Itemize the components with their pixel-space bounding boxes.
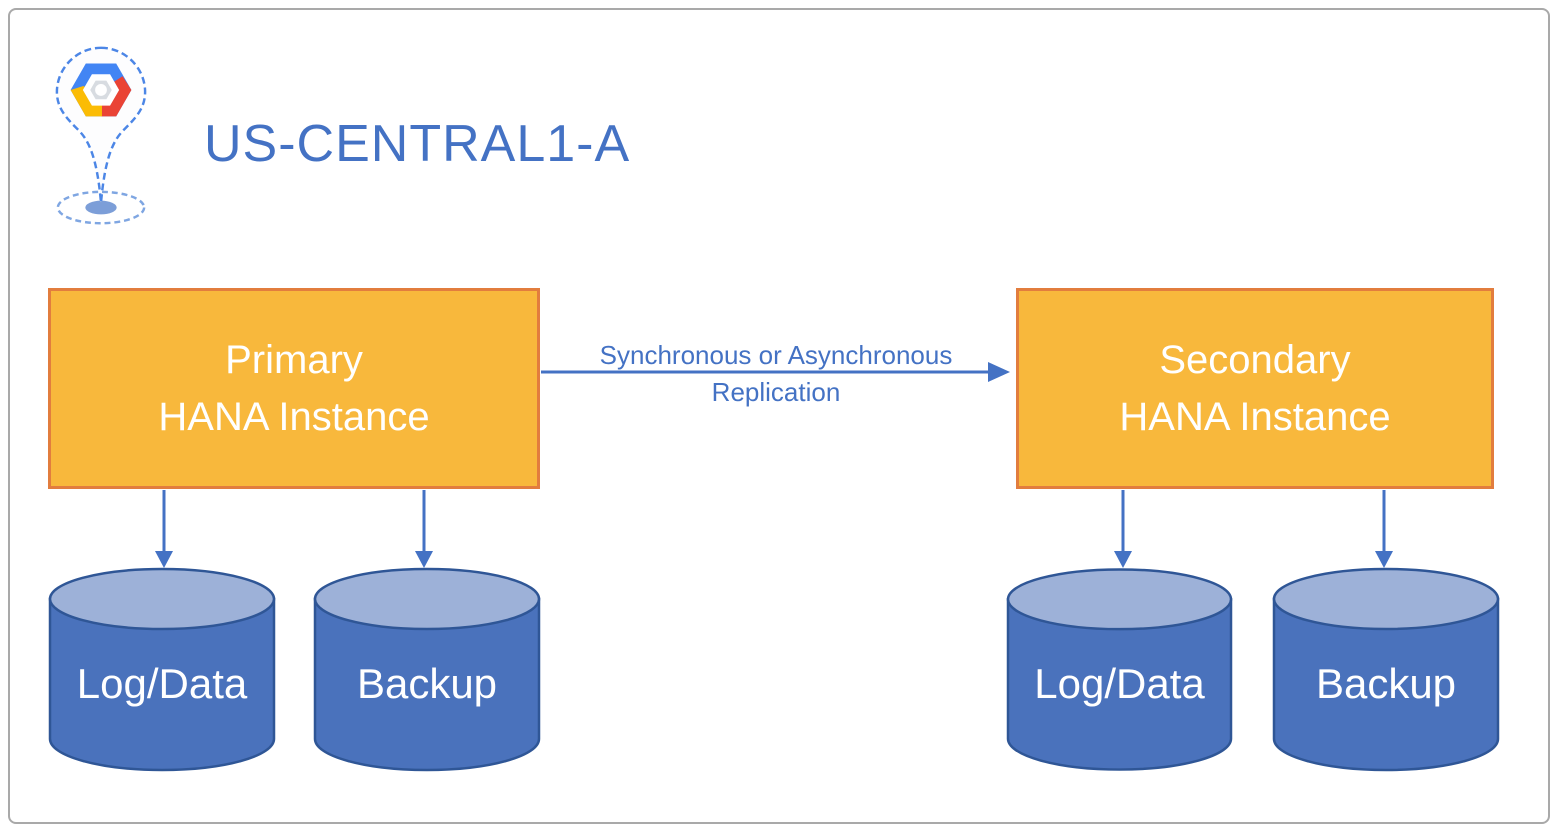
disk-label: Backup bbox=[356, 660, 498, 707]
disk-label: Log/Data bbox=[76, 660, 248, 707]
disk-label: Backup bbox=[1315, 660, 1457, 707]
replication-label-line1: Synchronous or Asynchronous bbox=[599, 340, 953, 370]
replication-label-line2: Replication bbox=[711, 377, 841, 407]
primary-hana-instance-box: Primary HANA Instance bbox=[48, 288, 540, 489]
secondary-hana-instance-box: Secondary HANA Instance bbox=[1016, 288, 1494, 489]
secondary-instance-label-line1: Secondary bbox=[1159, 337, 1351, 382]
secondary-backup-disk: Backup bbox=[1272, 567, 1500, 773]
disk-label: Log/Data bbox=[1034, 660, 1205, 707]
outer-frame bbox=[8, 8, 1550, 824]
primary-logdata-disk: Log/Data bbox=[48, 567, 276, 773]
primary-instance-label-line2: HANA Instance bbox=[158, 394, 430, 439]
database-cylinder-icon bbox=[1272, 567, 1500, 772]
pin-ground-dot bbox=[85, 200, 117, 215]
primary-backup-disk: Backup bbox=[313, 567, 541, 773]
pin-ground-ellipse bbox=[56, 190, 146, 225]
secondary-instance-label-line2: HANA Instance bbox=[1119, 394, 1391, 439]
database-cylinder-icon bbox=[48, 567, 276, 772]
zone-title: US-CENTRAL1-A bbox=[204, 115, 631, 173]
database-cylinder-icon bbox=[1006, 568, 1233, 771]
primary-instance-label-line1: Primary bbox=[225, 337, 363, 382]
database-cylinder-icon bbox=[313, 567, 541, 772]
secondary-logdata-disk: Log/Data bbox=[1006, 567, 1233, 773]
gcp-hexagon-logo-icon bbox=[70, 63, 132, 117]
gcp-zone-pin-icon bbox=[55, 46, 147, 225]
